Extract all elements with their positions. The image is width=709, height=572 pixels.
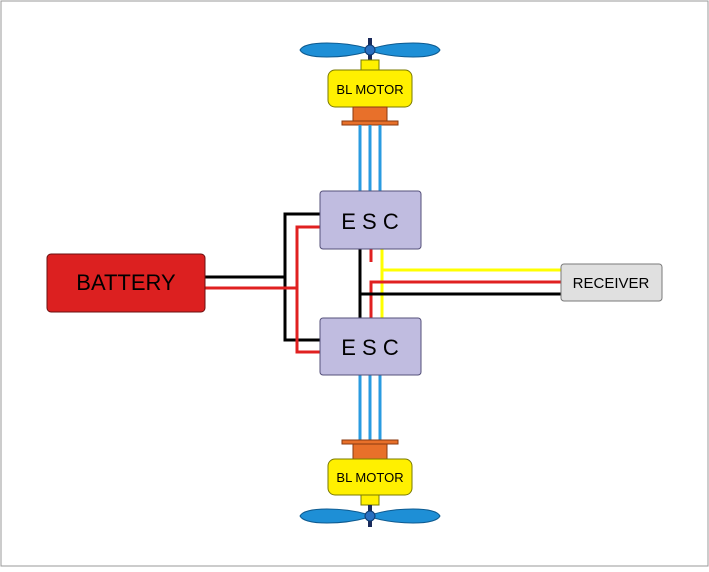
motor-top-collar bbox=[360, 59, 380, 71]
esc-top-box bbox=[319, 190, 422, 250]
motor-bottom-collar bbox=[360, 494, 380, 506]
motor-bottom-wires bbox=[358, 375, 382, 440]
esc-bottom-block: E S C bbox=[319, 317, 422, 376]
power-wires bbox=[205, 212, 320, 354]
esc-bottom-box bbox=[319, 317, 422, 376]
battery-label: BATTERY bbox=[76, 270, 176, 295]
motor-bottom-label: BL MOTOR bbox=[336, 470, 403, 485]
motor-top-wires bbox=[358, 125, 382, 191]
motor-bottom-plate bbox=[341, 439, 399, 445]
propeller-icon bbox=[299, 42, 441, 58]
receiver-label: RECEIVER bbox=[573, 275, 650, 292]
esc-top-block: E S C bbox=[319, 190, 422, 250]
esc-bottom-label: E S C bbox=[341, 335, 399, 360]
battery-block: BATTERY bbox=[46, 253, 206, 313]
receiver-box bbox=[560, 263, 663, 302]
propeller-icon bbox=[299, 508, 441, 524]
esc-top-label: E S C bbox=[341, 209, 399, 234]
motor-top-mount bbox=[352, 106, 388, 122]
motor-top-plate bbox=[341, 120, 399, 126]
signal-wires bbox=[358, 249, 561, 318]
motor-bottom-assembly: BL MOTOR bbox=[299, 439, 441, 527]
motor-bottom-mount bbox=[352, 443, 388, 460]
motor-top-label: BL MOTOR bbox=[336, 82, 403, 97]
receiver-block: RECEIVER bbox=[560, 263, 663, 302]
motor-top-assembly: BL MOTOR bbox=[299, 38, 441, 126]
battery-box bbox=[46, 253, 206, 313]
